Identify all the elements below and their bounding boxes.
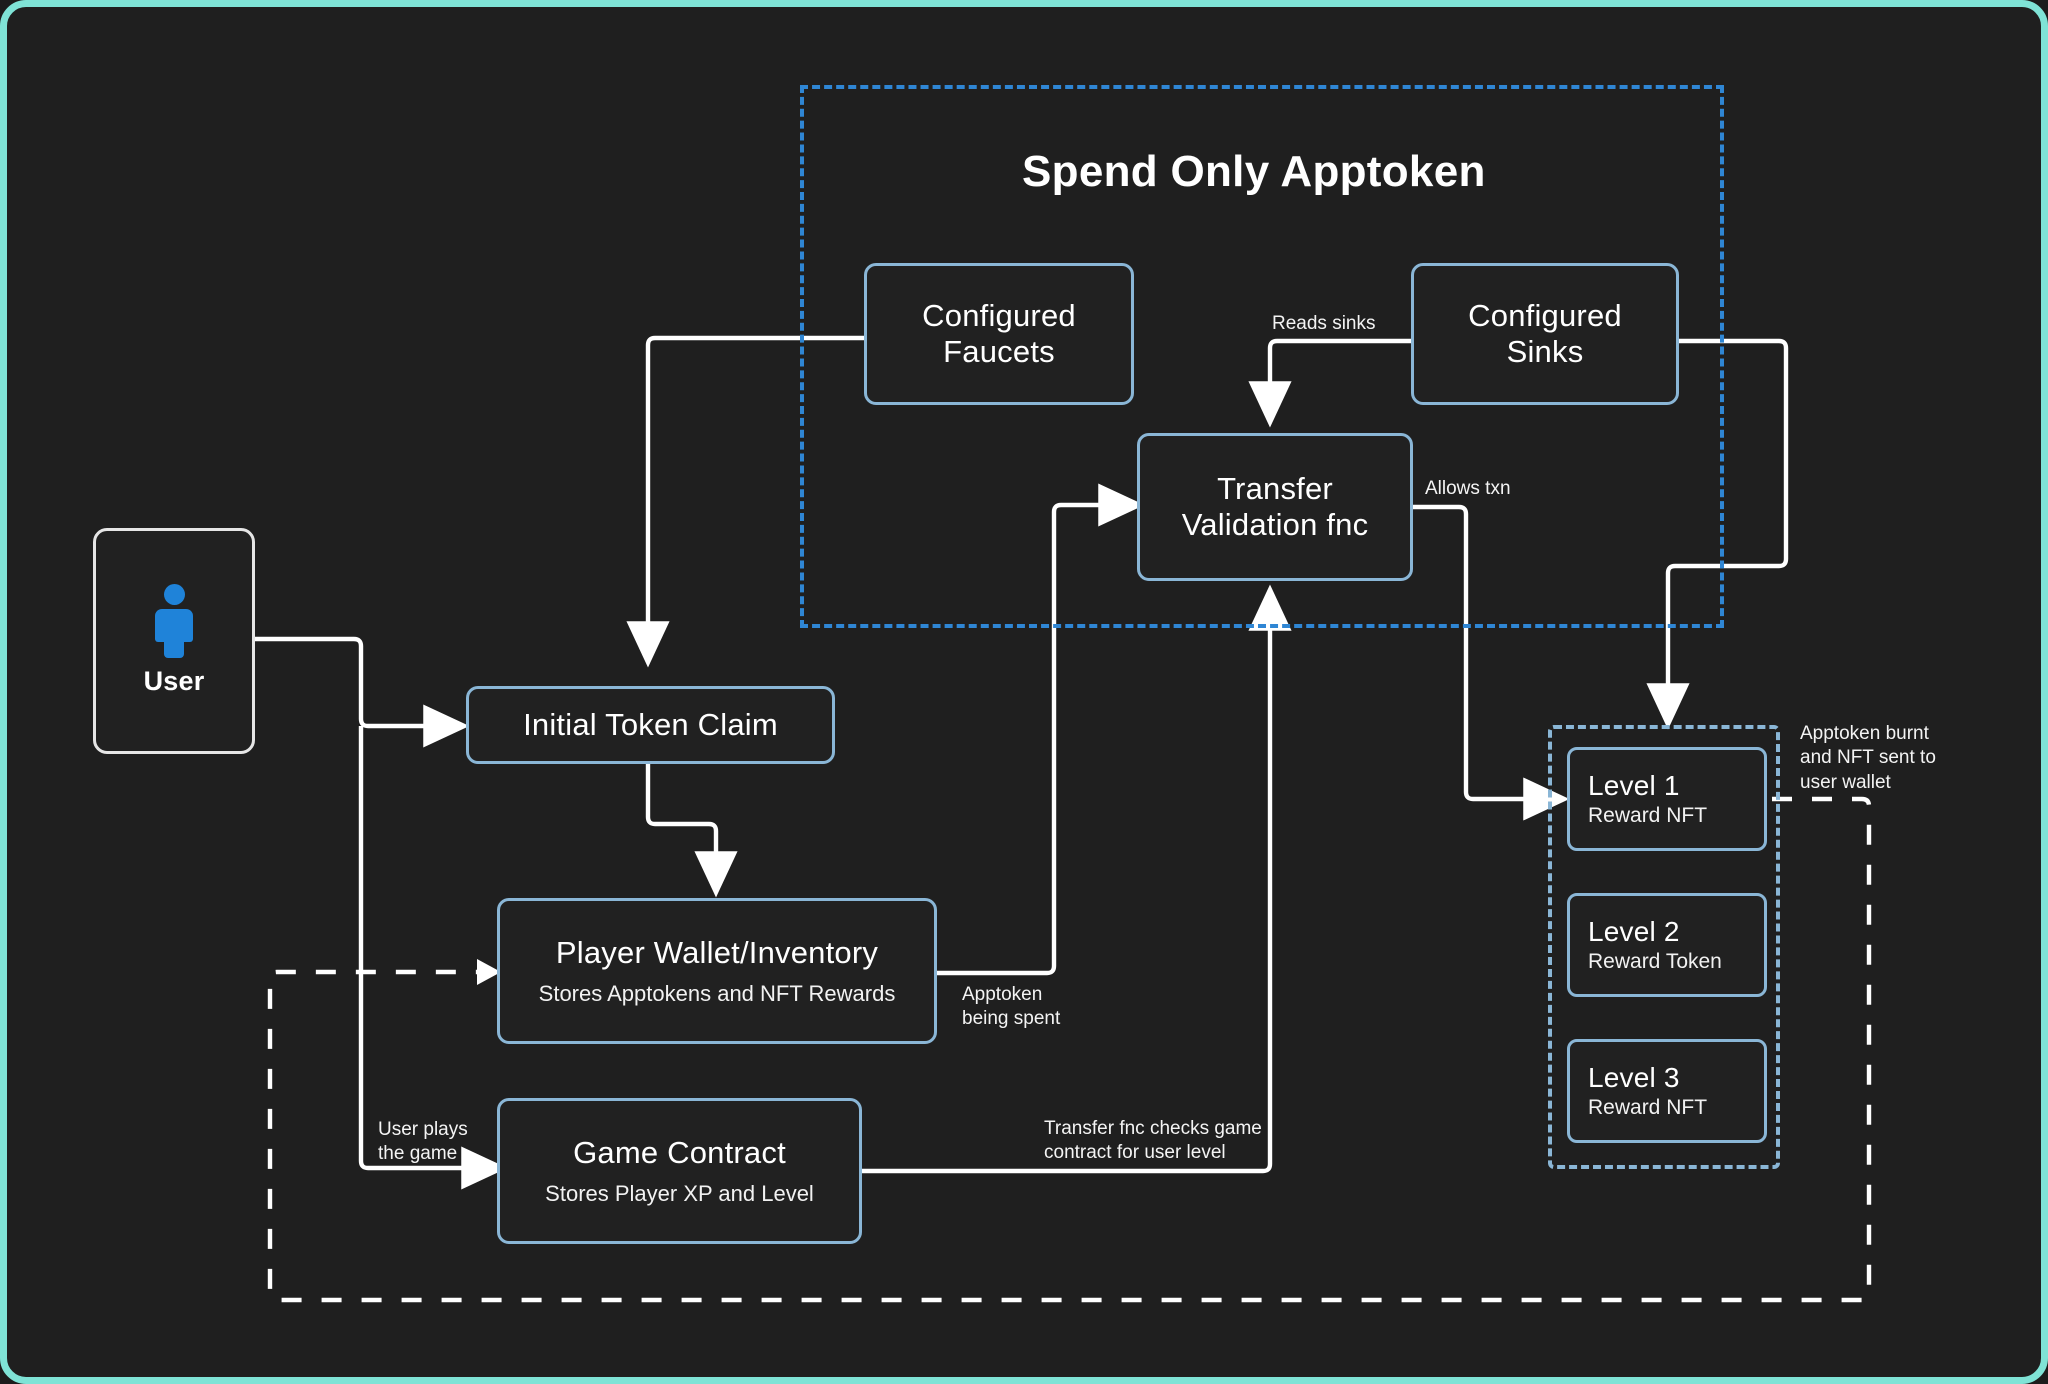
- wire-game-contract-to-validation: [862, 584, 1292, 1174]
- edge-label-apptoken-burnt: Apptoken burnt and NFT sent to user wall…: [1800, 723, 1936, 793]
- node-configured-sinks-title: Configured Sinks: [1468, 298, 1622, 369]
- node-initial-token-claim-title: Initial Token Claim: [523, 707, 778, 743]
- node-level-3-subtitle: Reward NFT: [1588, 1096, 1708, 1120]
- node-user-label: User: [143, 666, 205, 697]
- wire-user-to-game-contract: [358, 726, 508, 1190]
- node-level-3-title: Level 3: [1588, 1061, 1680, 1093]
- node-level-2[interactable]: Level 2 Reward Token: [1567, 893, 1767, 997]
- edge-label-apptoken-being-spent: Apptoken being spent: [962, 984, 1061, 1030]
- node-initial-token-claim[interactable]: Initial Token Claim: [466, 686, 835, 764]
- edge-label-allows-txn: Allows txn: [1425, 478, 1511, 499]
- wire-user-to-initial-claim: [255, 636, 470, 748]
- node-game-contract-title: Game Contract: [573, 1135, 786, 1171]
- node-transfer-validation-fnc-title: Transfer Validation fnc: [1181, 471, 1369, 542]
- person-icon: [151, 584, 197, 659]
- edge-label-reads-sinks: Reads sinks: [1272, 313, 1376, 334]
- node-player-wallet-inventory-title: Player Wallet/Inventory: [555, 935, 879, 971]
- wire-initial-claim-to-wallet: [645, 764, 738, 898]
- node-level-1-subtitle: Reward NFT: [1588, 804, 1708, 828]
- group-level-rewards: [1548, 725, 1780, 1169]
- node-game-contract[interactable]: Game Contract Stores Player XP and Level: [497, 1098, 862, 1244]
- node-configured-faucets-title: Configured Faucets: [922, 298, 1076, 369]
- node-configured-sinks[interactable]: Configured Sinks: [1411, 263, 1679, 405]
- node-level-1-title: Level 1: [1588, 769, 1680, 801]
- edge-label-user-plays-the-game: User plays the game: [378, 1119, 468, 1165]
- group-spend-only-apptoken: [800, 85, 1724, 628]
- edge-label-transfer-checks-level: Transfer fnc checks game contract for us…: [1044, 1118, 1262, 1164]
- node-player-wallet-inventory[interactable]: Player Wallet/Inventory Stores Apptokens…: [497, 898, 937, 1044]
- node-game-contract-subtitle: Stores Player XP and Level: [545, 1180, 814, 1206]
- node-user[interactable]: User: [93, 528, 255, 754]
- node-level-1[interactable]: Level 1 Reward NFT: [1567, 747, 1767, 851]
- node-transfer-validation-fnc[interactable]: Transfer Validation fnc: [1137, 433, 1413, 581]
- node-level-2-title: Level 2: [1588, 915, 1680, 947]
- node-configured-faucets[interactable]: Configured Faucets: [864, 263, 1134, 405]
- node-level-2-subtitle: Reward Token: [1588, 950, 1722, 974]
- group-spend-only-apptoken-title: Spend Only Apptoken: [1022, 147, 1486, 196]
- node-player-wallet-inventory-subtitle: Stores Apptokens and NFT Rewards: [538, 980, 896, 1006]
- node-level-3[interactable]: Level 3 Reward NFT: [1567, 1039, 1767, 1143]
